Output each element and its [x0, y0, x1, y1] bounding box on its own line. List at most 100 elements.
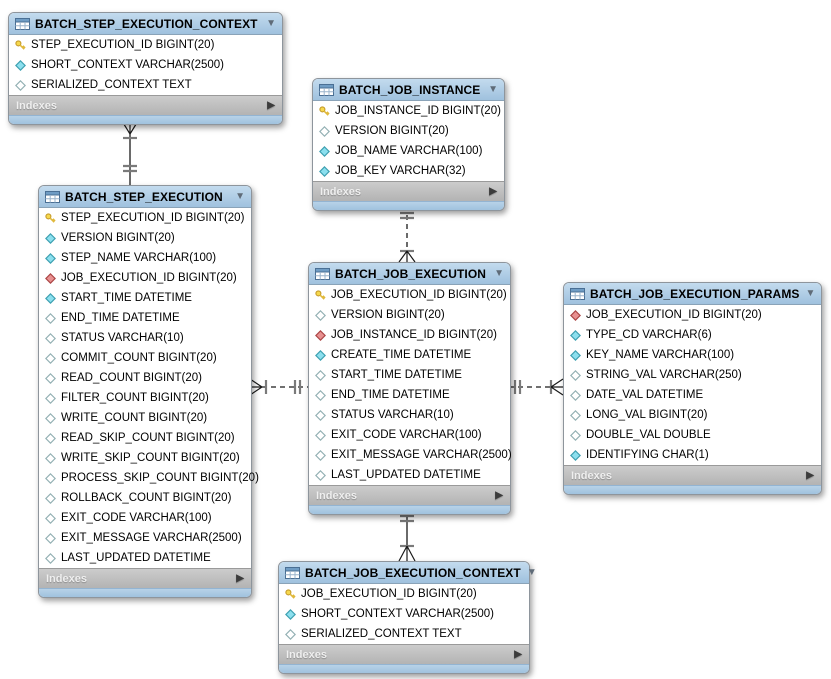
expand-arrow-icon[interactable]: ▶ [495, 489, 503, 501]
table-column-row[interactable]: STATUS VARCHAR(10) [39, 328, 251, 348]
column-diamond-icon [315, 369, 326, 381]
expand-arrow-icon[interactable]: ▶ [267, 99, 275, 111]
table-column-row[interactable]: READ_COUNT BIGINT(20) [39, 368, 251, 388]
table-batch-job-execution[interactable]: BATCH_JOB_EXECUTION ▼ JOB_EXECUTION_ID B… [308, 262, 512, 515]
table-column-row[interactable]: SERIALIZED_CONTEXT TEXT [279, 624, 529, 644]
indexes-row[interactable]: Indexes ▶ [9, 95, 282, 115]
table-column-row[interactable]: SHORT_CONTEXT VARCHAR(2500) [279, 604, 529, 624]
table-column-row[interactable]: JOB_EXECUTION_ID BIGINT(20) [309, 285, 510, 305]
table-column-row[interactable]: SHORT_CONTEXT VARCHAR(2500) [9, 55, 282, 75]
table-column-row[interactable]: FILTER_COUNT BIGINT(20) [39, 388, 251, 408]
table-header[interactable]: BATCH_JOB_EXECUTION_PARAMS ▼ [564, 283, 821, 305]
table-batch-job-instance[interactable]: BATCH_JOB_INSTANCE ▼ JOB_INSTANCE_ID BIG… [312, 78, 505, 211]
table-column-row[interactable]: EXIT_CODE VARCHAR(100) [309, 425, 510, 445]
indexes-row[interactable]: Indexes ▶ [39, 568, 251, 588]
table-column-row[interactable]: DATE_VAL DATETIME [564, 385, 821, 405]
table-column-row[interactable]: SERIALIZED_CONTEXT TEXT [9, 75, 282, 95]
table-column-row[interactable]: JOB_EXECUTION_ID BIGINT(20) [279, 584, 529, 604]
column-text: VERSION BIGINT(20) [331, 309, 445, 321]
table-column-row[interactable]: JOB_INSTANCE_ID BIGINT(20) [313, 101, 504, 121]
table-column-row[interactable]: START_TIME DATETIME [309, 365, 510, 385]
table-icon [45, 190, 60, 203]
table-column-row[interactable]: STRING_VAL VARCHAR(250) [564, 365, 821, 385]
nullable-icon [570, 429, 581, 441]
expand-arrow-icon[interactable]: ▶ [489, 185, 497, 197]
table-column-row[interactable]: START_TIME DATETIME [39, 288, 251, 308]
nullable-icon [45, 312, 56, 324]
column-diamond-icon [319, 145, 330, 157]
table-column-row[interactable]: WRITE_SKIP_COUNT BIGINT(20) [39, 448, 251, 468]
column-diamond-icon [570, 389, 581, 401]
not-null-icon [570, 449, 581, 461]
table-column-row[interactable]: JOB_EXECUTION_ID BIGINT(20) [39, 268, 251, 288]
table-header[interactable]: BATCH_STEP_EXECUTION ▼ [39, 186, 251, 208]
table-column-row[interactable]: STATUS VARCHAR(10) [309, 405, 510, 425]
table-column-row[interactable]: JOB_KEY VARCHAR(32) [313, 161, 504, 181]
table-column-row[interactable]: CREATE_TIME DATETIME [309, 345, 510, 365]
table-column-row[interactable]: ROLLBACK_COUNT BIGINT(20) [39, 488, 251, 508]
table-header[interactable]: BATCH_JOB_EXECUTION_CONTEXT ▼ [279, 562, 537, 584]
collapse-arrow-icon[interactable]: ▼ [805, 287, 816, 299]
table-column-row[interactable]: DOUBLE_VAL DOUBLE [564, 425, 821, 445]
column-text: FILTER_COUNT BIGINT(20) [61, 392, 209, 404]
table-column-row[interactable]: TYPE_CD VARCHAR(6) [564, 325, 821, 345]
nullable-icon [570, 369, 581, 381]
collapse-arrow-icon[interactable]: ▼ [494, 267, 504, 279]
indexes-label: Indexes [571, 469, 612, 482]
table-column-row[interactable]: EXIT_MESSAGE VARCHAR(2500) [309, 445, 512, 465]
table-batch-step-execution-context[interactable]: BATCH_STEP_EXECUTION_CONTEXT ▼ STEP_EXEC… [8, 12, 283, 125]
column-text: SERIALIZED_CONTEXT TEXT [301, 628, 462, 640]
table-column-row[interactable]: READ_SKIP_COUNT BIGINT(20) [39, 428, 251, 448]
table-column-row[interactable]: VERSION BIGINT(20) [309, 305, 510, 325]
nullable-icon [315, 469, 326, 481]
table-column-row[interactable]: EXIT_MESSAGE VARCHAR(2500) [39, 528, 251, 548]
table-header[interactable]: BATCH_JOB_INSTANCE ▼ [313, 79, 504, 101]
column-text: WRITE_SKIP_COUNT BIGINT(20) [61, 452, 240, 464]
table-column-row[interactable]: JOB_INSTANCE_ID BIGINT(20) [309, 325, 510, 345]
table-header[interactable]: BATCH_JOB_EXECUTION ▼ [309, 263, 510, 285]
table-column-row[interactable]: EXIT_CODE VARCHAR(100) [39, 508, 251, 528]
expand-arrow-icon[interactable]: ▶ [806, 469, 814, 481]
table-batch-job-execution-params[interactable]: BATCH_JOB_EXECUTION_PARAMS ▼ JOB_EXECUTI… [563, 282, 822, 495]
indexes-row[interactable]: Indexes ▶ [564, 465, 821, 485]
expand-arrow-icon[interactable]: ▶ [236, 572, 244, 584]
table-column-row[interactable]: END_TIME DATETIME [39, 308, 251, 328]
indexes-row[interactable]: Indexes ▶ [279, 644, 529, 664]
column-text: STATUS VARCHAR(10) [331, 409, 454, 421]
table-column-row[interactable]: STEP_EXECUTION_ID BIGINT(20) [39, 208, 251, 228]
expand-arrow-icon[interactable]: ▶ [514, 648, 522, 660]
nullable-icon [285, 628, 296, 640]
table-column-row[interactable]: IDENTIFYING CHAR(1) [564, 445, 821, 465]
column-diamond-icon [570, 369, 581, 381]
table-column-row[interactable]: LAST_UPDATED DATETIME [39, 548, 251, 568]
column-text: END_TIME DATETIME [61, 312, 180, 324]
table-column-row[interactable]: VERSION BIGINT(20) [39, 228, 251, 248]
indexes-row[interactable]: Indexes ▶ [309, 485, 510, 505]
table-column-row[interactable]: WRITE_COUNT BIGINT(20) [39, 408, 251, 428]
column-list: JOB_EXECUTION_ID BIGINT(20) TYPE_CD VARC… [564, 305, 821, 465]
collapse-arrow-icon[interactable]: ▼ [235, 190, 245, 202]
table-column-row[interactable]: VERSION BIGINT(20) [313, 121, 504, 141]
table-column-row[interactable]: PROCESS_SKIP_COUNT BIGINT(20) [39, 468, 259, 488]
table-column-row[interactable]: COMMIT_COUNT BIGINT(20) [39, 348, 251, 368]
indexes-row[interactable]: Indexes ▶ [313, 181, 504, 201]
table-column-row[interactable]: STEP_EXECUTION_ID BIGINT(20) [9, 35, 282, 55]
nullable-icon [45, 332, 56, 344]
table-batch-job-execution-context[interactable]: BATCH_JOB_EXECUTION_CONTEXT ▼ JOB_EXECUT… [278, 561, 537, 674]
table-batch-step-execution[interactable]: BATCH_STEP_EXECUTION ▼ STEP_EXECUTION_ID… [38, 185, 259, 598]
table-column-row[interactable]: JOB_EXECUTION_ID BIGINT(20) [564, 305, 821, 325]
collapse-arrow-icon[interactable]: ▼ [488, 83, 498, 95]
column-diamond-icon [315, 309, 326, 321]
collapse-arrow-icon[interactable]: ▼ [266, 17, 276, 29]
column-list: STEP_EXECUTION_ID BIGINT(20) VERSION BIG… [39, 208, 259, 568]
table-column-row[interactable]: JOB_NAME VARCHAR(100) [313, 141, 504, 161]
table-header[interactable]: BATCH_STEP_EXECUTION_CONTEXT ▼ [9, 13, 282, 35]
table-column-row[interactable]: END_TIME DATETIME [309, 385, 510, 405]
table-column-row[interactable]: STEP_NAME VARCHAR(100) [39, 248, 251, 268]
table-column-row[interactable]: LAST_UPDATED DATETIME [309, 465, 510, 485]
table-column-row[interactable]: LONG_VAL BIGINT(20) [564, 405, 821, 425]
collapse-arrow-icon[interactable]: ▼ [526, 566, 537, 578]
table-column-row[interactable]: KEY_NAME VARCHAR(100) [564, 345, 821, 365]
